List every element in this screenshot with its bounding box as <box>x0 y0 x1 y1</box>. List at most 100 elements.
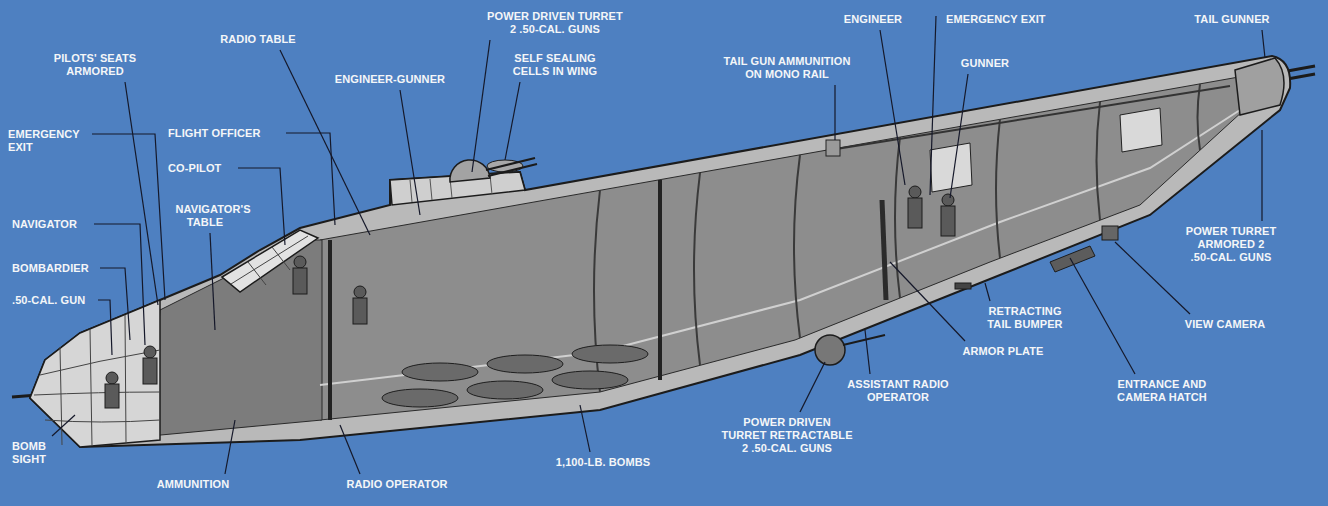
part-label: BOMB SIGHT <box>12 440 49 466</box>
glazing-frame <box>90 329 92 446</box>
frame <box>996 119 1000 258</box>
bulkhead <box>658 180 662 380</box>
label-word: AMMUNITION <box>778 55 851 67</box>
part-label: FLIGHT OFFICER <box>168 127 263 140</box>
leader-line <box>580 405 590 452</box>
label-word: BOMBARDIER <box>12 262 89 274</box>
label-word: CELLS <box>513 65 550 77</box>
crew-body <box>143 358 157 384</box>
label-word: GUN <box>61 294 86 306</box>
label-word: NAVIGATOR'S <box>176 203 251 215</box>
label-word: 2 <box>510 23 516 35</box>
crew-body <box>908 198 922 228</box>
label-word: VIEW <box>1185 318 1214 330</box>
label-word: GUN <box>750 55 775 67</box>
part-label: 1,100-LB. BOMBS <box>555 456 652 469</box>
turret-gun <box>488 164 537 176</box>
label-word: TURRET <box>578 10 623 22</box>
label-word: BOMBS <box>609 456 650 468</box>
label-word: POWER <box>743 416 785 428</box>
part-label: ENGINEER-GUNNER <box>334 73 447 86</box>
label-word: CAMERA <box>1117 391 1165 403</box>
bomb <box>467 381 543 399</box>
leader-line <box>98 300 112 355</box>
label-word: GUNNER <box>961 57 1009 69</box>
part-label: NAVIGATOR'S TABLE <box>176 203 235 229</box>
label-word: 2 <box>742 442 748 454</box>
label-word: PLATE <box>1008 345 1044 357</box>
label-word: AND <box>1182 378 1206 390</box>
tail-turret <box>1235 58 1284 115</box>
part-label: RADIO TABLE <box>219 33 297 46</box>
label-word: SEATS <box>100 52 136 64</box>
leader-line <box>472 40 490 172</box>
glazing-frames <box>34 315 160 446</box>
tail-bumper <box>955 283 971 289</box>
label-word: ENGINEER <box>844 13 902 25</box>
leader-line <box>890 262 965 341</box>
label-word: TAIL <box>987 318 1011 330</box>
leader-line <box>865 330 870 374</box>
bomb <box>552 371 628 389</box>
frame <box>694 173 700 365</box>
turret-gun <box>486 158 535 170</box>
part-label: TAIL GUNNER <box>1193 13 1271 26</box>
frame <box>1097 102 1101 220</box>
crew-figures <box>105 75 1260 408</box>
crew-body <box>105 384 119 408</box>
floor-line <box>320 110 1240 385</box>
label-word: GUNS <box>1239 251 1271 263</box>
glazing-frame <box>125 315 126 443</box>
part-label: .50-CAL. GUN <box>12 294 88 307</box>
ball-turret <box>815 335 845 365</box>
label-word: .50-CAL. <box>1191 251 1236 263</box>
glazing-frame <box>45 420 160 422</box>
glazing-frame <box>60 347 62 445</box>
label-word: .50-CAL. <box>12 294 57 306</box>
label-word: EMERGENCY <box>8 128 80 140</box>
label-word: SIGHT <box>12 453 46 465</box>
label-word: TABLE <box>259 33 295 45</box>
label-word: DRIVEN <box>532 10 574 22</box>
label-word: OPERATOR <box>867 391 929 403</box>
armor-plate <box>882 200 886 300</box>
crew-head <box>294 256 306 268</box>
leader-line <box>225 420 235 474</box>
label-word: RADIO <box>220 33 256 45</box>
waist-window <box>930 143 972 192</box>
crew-body <box>941 206 955 236</box>
part-label: GUNNER <box>960 57 1011 70</box>
leader-lines <box>52 16 1265 474</box>
leader-line <box>1070 258 1135 374</box>
label-word: MONO <box>765 68 800 80</box>
leader-line <box>985 283 990 301</box>
part-label: BOMBARDIER <box>12 262 91 275</box>
leader-line <box>100 268 130 340</box>
label-word: TAIL <box>1194 13 1218 25</box>
label-word: RAIL <box>803 68 829 80</box>
leader-line <box>834 85 835 140</box>
part-label: EMERGENCY EXIT <box>8 128 59 154</box>
label-word: POWER <box>1186 225 1228 237</box>
part-label: ARMOR PLATE <box>962 345 1045 358</box>
label-word: OPERATOR <box>385 478 447 490</box>
part-label: RADIO OPERATOR <box>345 478 449 491</box>
label-word: GUNS <box>568 23 600 35</box>
bomb <box>382 389 458 407</box>
label-word: CAMERA <box>1216 318 1265 330</box>
crew-body <box>353 298 367 324</box>
part-label: PILOTS' SEATS ARMORED <box>53 52 137 78</box>
camera <box>1102 226 1118 240</box>
label-word: RADIO <box>346 478 382 490</box>
label-word: EXIT <box>8 141 33 153</box>
leader-line <box>340 425 360 474</box>
leader-line <box>400 90 420 215</box>
crew-head <box>354 286 366 298</box>
part-label: POWER DRIVEN TURRET RETRACTABLE 2 .50-CA… <box>721 416 854 455</box>
part-label: POWER DRIVEN TURRET 2 .50-CAL. GUNS <box>487 10 624 36</box>
label-word: AMMUNITION <box>157 478 230 490</box>
label-word: ASSISTANT <box>847 378 909 390</box>
ammo-box <box>826 140 840 156</box>
